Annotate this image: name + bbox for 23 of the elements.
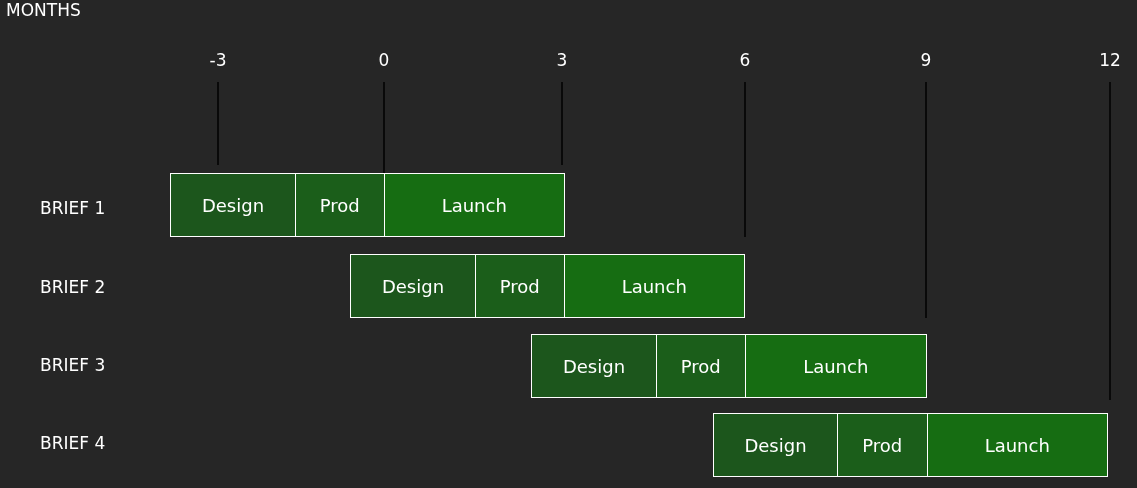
tick-label: 3 <box>556 50 568 70</box>
row-label: BRIEF 4 <box>40 433 106 453</box>
row-label: BRIEF 2 <box>40 277 106 297</box>
row-label: BRIEF 1 <box>40 198 106 218</box>
tick-label: -3 <box>209 50 227 70</box>
production-phase-bar: Prod <box>836 413 928 477</box>
tick-label: 9 <box>920 50 932 70</box>
launch-phase-bar: Launch <box>563 254 745 318</box>
tick-label: 12 <box>1099 50 1121 70</box>
design-phase-bar: Design <box>170 173 296 237</box>
production-phase-bar: Prod <box>655 334 746 398</box>
design-phase-bar: Design <box>350 254 476 318</box>
tick-label: 0 <box>378 50 390 70</box>
design-phase-bar: Design <box>713 413 838 477</box>
production-phase-bar: Prod <box>294 173 385 237</box>
launch-phase-bar: Launch <box>744 334 927 398</box>
column-header: MONTHS <box>6 0 81 20</box>
design-phase-bar: Design <box>531 334 657 398</box>
launch-phase-bar: Launch <box>926 413 1108 477</box>
production-phase-bar: Prod <box>474 254 565 318</box>
tick-label: 6 <box>739 50 751 70</box>
row-label: BRIEF 3 <box>40 355 106 375</box>
launch-phase-bar: Launch <box>383 173 565 237</box>
